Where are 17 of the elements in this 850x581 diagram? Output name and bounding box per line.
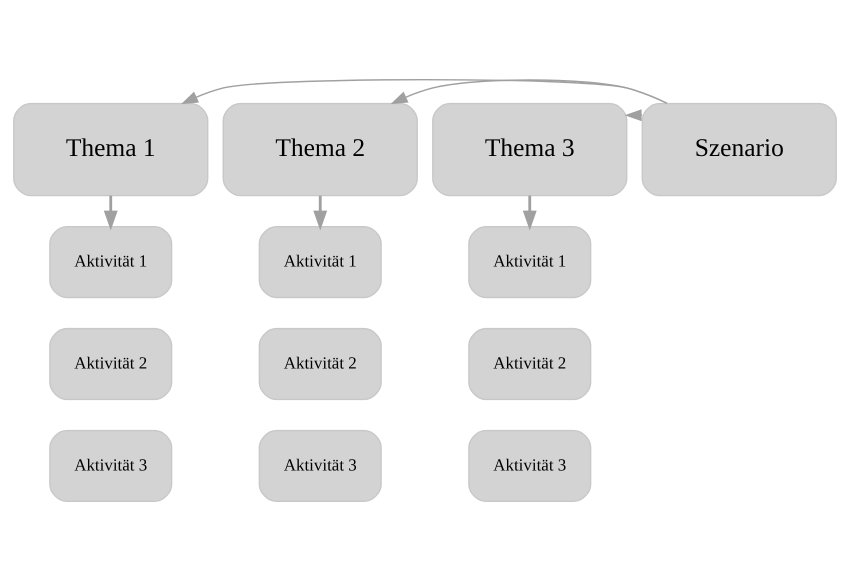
node-box: Aktivität 1 [258,226,382,298]
arrow [522,196,537,230]
arrow [313,196,328,230]
node-box: Aktivität 2 [258,328,382,400]
node-box: Aktivität 3 [258,430,382,502]
node-box: Aktivität 1 [49,226,172,298]
node-box: Aktivität 3 [49,430,172,502]
node-box: Aktivität 2 [468,328,592,400]
node-box: Aktivität 2 [49,328,172,400]
node-box: Aktivität 1 [468,226,592,298]
node-box: Thema 1 [13,102,208,196]
arrow [390,79,668,104]
arrow [181,78,668,104]
node-box: Thema 2 [222,102,418,196]
arrow [104,196,118,230]
node-box: Aktivität 3 [468,430,592,502]
node-box: Thema 3 [432,102,628,196]
